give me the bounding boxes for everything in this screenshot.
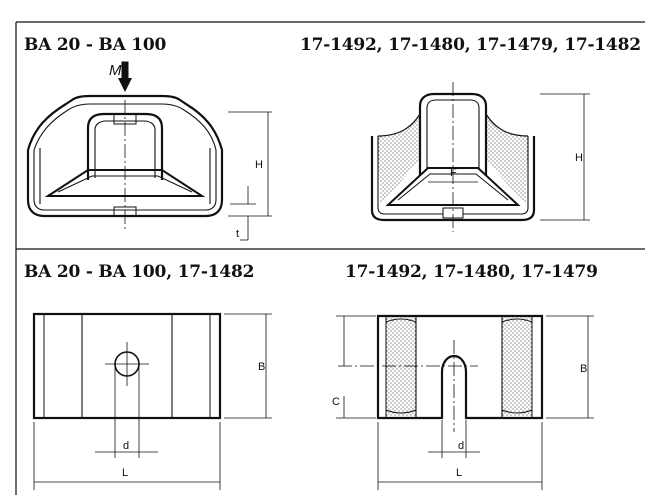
heading-bottom-left: BA 20 - BA 100, 17-1482 [24, 262, 255, 282]
length-left-label: L [122, 467, 128, 479]
ba-mount-top-view [32, 312, 272, 490]
c-dim-label: C [332, 396, 340, 408]
height-left-label: H [255, 159, 263, 171]
length-right-label: L [456, 467, 462, 479]
rubber-mount-side-view [370, 82, 590, 232]
heading-top-right: 17-1492, 17-1480, 17-1479, 17-1482 [300, 35, 641, 55]
thickness-label: t [236, 228, 239, 240]
diameter-right-label: d [458, 440, 464, 452]
rubber-mount-top-view [336, 314, 594, 490]
ba-mount-side-view [26, 61, 272, 241]
heading-top-left: BA 20 - BA 100 [24, 35, 167, 55]
moment-label: M [109, 62, 122, 79]
width-f-label: F [450, 167, 457, 179]
moment-arrow-icon [118, 61, 132, 92]
diameter-left-label: d [123, 440, 129, 452]
breadth-right-label: B [580, 363, 587, 375]
height-right-label: H [575, 152, 583, 164]
heading-bottom-right: 17-1492, 17-1480, 17-1479 [345, 262, 598, 282]
breadth-left-label: B [258, 361, 265, 373]
